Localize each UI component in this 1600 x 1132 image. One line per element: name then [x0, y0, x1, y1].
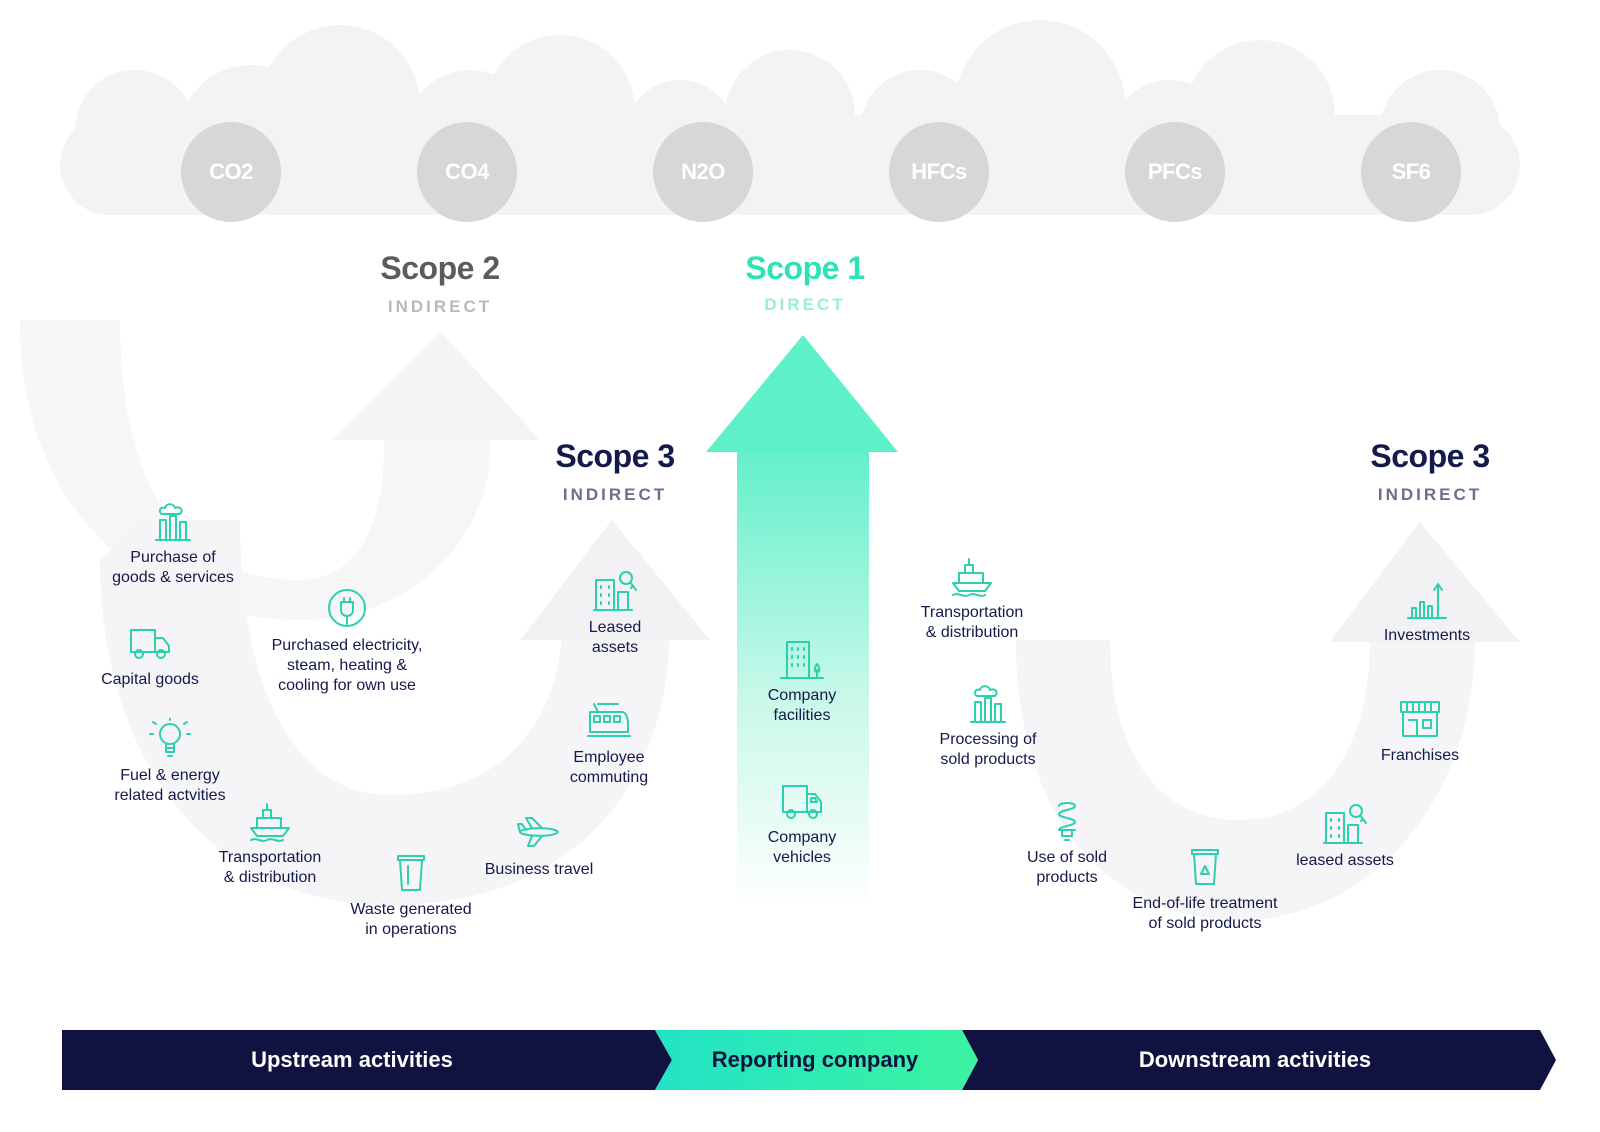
gas-co4: CO4 — [417, 122, 517, 222]
item-label: Franchises — [1380, 747, 1460, 764]
gas-co2: CO2 — [181, 122, 281, 222]
item-label: Company vehicles — [767, 829, 837, 866]
item-use-sold-products: Use of sold products — [972, 800, 1162, 888]
item-label: Capital goods — [101, 671, 199, 688]
truck-icon — [130, 629, 170, 659]
activities-bar — [62, 1030, 1556, 1090]
item-label: Transportation & distribution — [920, 604, 1024, 641]
item-label: Company facilities — [767, 687, 837, 724]
item-label: Investments — [1383, 627, 1471, 644]
item-leased-assets-downstream: leased assets — [1250, 803, 1440, 871]
item-leased-assets-upstream: Leased assets — [520, 570, 710, 658]
reporting-company-label: Reporting company — [711, 1047, 919, 1072]
train-icon — [587, 703, 631, 737]
downstream-arc — [1016, 522, 1520, 920]
scope3-upstream-title: Scope 3 — [555, 438, 675, 474]
recycle-bin-icon — [1191, 849, 1219, 885]
item-label: End-of-life treatment of sold products — [1132, 895, 1278, 932]
storefront-icon — [1400, 701, 1440, 737]
item-label: Purchase of goods & services — [112, 549, 234, 586]
scope3-upstream-subtitle: INDIRECT — [562, 485, 668, 504]
scope2-title: Scope 2 — [380, 250, 500, 286]
scope1-title: Scope 1 — [745, 250, 865, 286]
item-label: Transportation & distribution — [218, 849, 322, 886]
gas-hfcs: HFCs — [889, 122, 989, 222]
item-purchased-electricity: Purchased electricity, steam, heating & … — [252, 588, 442, 696]
downstream-activities-label: Downstream activities — [1138, 1047, 1372, 1072]
ship-icon — [250, 803, 290, 842]
item-label: Purchased electricity, steam, heating & … — [271, 637, 423, 694]
van-icon — [782, 785, 822, 819]
item-investments: Investments — [1332, 578, 1522, 646]
item-capital-goods: Capital goods — [55, 622, 245, 690]
plug-icon — [328, 589, 366, 627]
gas-n2o: N2O — [653, 122, 753, 222]
item-label: leased assets — [1296, 852, 1394, 869]
scope1-subtitle: DIRECT — [764, 295, 846, 314]
item-employee-commuting: Employee commuting — [514, 700, 704, 788]
item-end-of-life: End-of-life treatment of sold products — [1110, 846, 1300, 934]
upstream-activities-label: Upstream activities — [251, 1047, 453, 1072]
factory-icon — [970, 685, 1006, 723]
scope2-subtitle: INDIRECT — [387, 297, 493, 316]
growth-chart-icon — [1407, 583, 1447, 619]
item-waste: Waste generated in operations — [316, 852, 506, 940]
item-label: Processing of sold products — [939, 731, 1037, 768]
item-label: Waste generated in operations — [350, 901, 472, 938]
scope3-downstream-title: Scope 3 — [1370, 438, 1490, 474]
item-label: Employee commuting — [569, 749, 649, 786]
factory-icon — [155, 503, 191, 541]
building-key-icon — [593, 571, 637, 611]
item-business-travel: Business travel — [444, 812, 634, 880]
airplane-icon — [517, 817, 559, 847]
item-company-facilities: Company facilities — [707, 638, 897, 726]
item-transportation-downstream: Transportation & distribution — [877, 555, 1067, 643]
ship-icon — [952, 558, 992, 597]
item-label: Fuel & energy related actvities — [114, 767, 226, 804]
item-processing-sold-products: Processing of sold products — [893, 682, 1083, 770]
item-label: Use of sold products — [1026, 849, 1108, 886]
item-fuel-energy: Fuel & energy related actvities — [75, 718, 265, 806]
item-transportation-upstream: Transportation & distribution — [175, 800, 365, 888]
item-label: Business travel — [484, 861, 594, 878]
gas-sf6: SF6 — [1361, 122, 1461, 222]
bin-icon — [397, 855, 425, 891]
item-company-vehicles: Company vehicles — [707, 780, 897, 868]
scope1-arrow — [706, 335, 898, 910]
energy-bulb-icon — [1058, 802, 1076, 841]
building-key-icon — [1323, 804, 1367, 844]
item-purchase-goods: Purchase of goods & services — [78, 500, 268, 588]
scope3-downstream-subtitle: INDIRECT — [1377, 485, 1483, 504]
lightbulb-icon — [149, 718, 191, 757]
item-label: Leased assets — [588, 619, 642, 656]
gas-pfcs: PFCs — [1125, 122, 1225, 222]
office-building-icon — [780, 641, 824, 679]
item-franchises: Franchises — [1325, 698, 1515, 766]
